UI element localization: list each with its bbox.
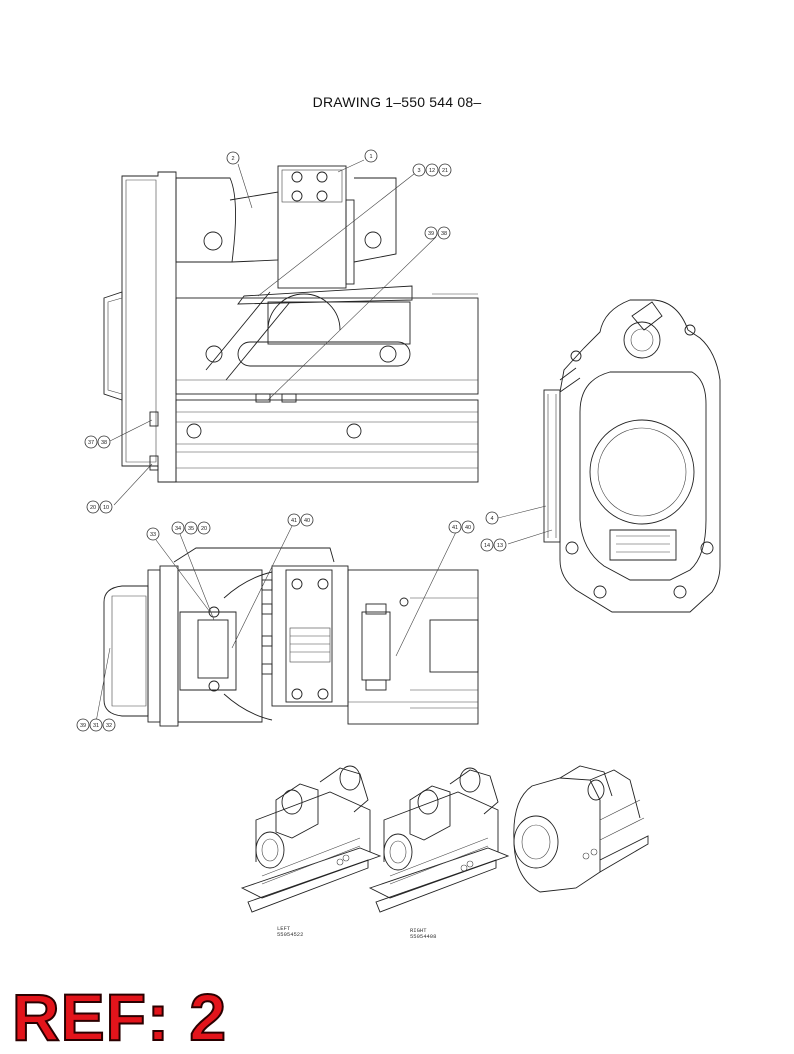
balloon-41-right: 41 — [448, 520, 462, 534]
ref-label: REF: 2 — [11, 980, 228, 1054]
svg-text:41: 41 — [291, 518, 297, 524]
svg-text:1: 1 — [369, 154, 372, 160]
svg-text:39: 39 — [80, 723, 86, 729]
svg-text:39: 39 — [428, 231, 434, 237]
top-view-leaders — [95, 525, 457, 723]
svg-text:40: 40 — [465, 525, 471, 531]
balloon-21: 21 — [438, 163, 452, 177]
balloon-38-lower: 38 — [97, 435, 111, 449]
svg-text:38: 38 — [101, 440, 107, 446]
iso-view-end — [513, 765, 649, 893]
svg-text:12: 12 — [429, 168, 435, 174]
svg-text:10: 10 — [103, 505, 109, 511]
iso-left-part: 55054522 — [277, 931, 303, 938]
svg-text:35: 35 — [188, 526, 194, 532]
iso-labels: LEFT 55054522 RIGHT 55054408 — [277, 925, 436, 940]
balloon-1: 1 — [364, 149, 378, 163]
svg-text:21: 21 — [442, 168, 448, 174]
svg-text:20: 20 — [201, 526, 207, 532]
balloon-34: 34 — [171, 521, 185, 535]
svg-text:31: 31 — [93, 723, 99, 729]
balloon-12: 12 — [425, 163, 439, 177]
iso-right-label: RIGHT — [410, 927, 427, 934]
iso-right-part: 55054408 — [410, 933, 436, 940]
svg-text:3: 3 — [417, 168, 420, 174]
balloon-33: 33 — [146, 527, 160, 541]
iso-view-right — [368, 767, 510, 913]
balloon-10: 10 — [99, 500, 113, 514]
balloon-39: 39 — [424, 226, 438, 240]
balloon-38: 38 — [437, 226, 451, 240]
balloon-20: 20 — [86, 500, 100, 514]
side-view — [103, 165, 479, 483]
balloon-14: 14 — [480, 538, 494, 552]
top-view-balloons: 33 34 35 20 41 40 41 40 39 31 32 — [76, 513, 475, 732]
svg-text:33: 33 — [150, 532, 156, 538]
svg-text:13: 13 — [497, 543, 503, 549]
balloon-2: 2 — [226, 151, 240, 165]
top-view — [103, 547, 479, 727]
balloon-4: 4 — [485, 511, 499, 525]
svg-text:14: 14 — [484, 543, 490, 549]
drawing-title: DRAWING 1–550 544 08– — [312, 94, 482, 110]
end-view-balloons: 4 14 13 — [480, 511, 507, 552]
svg-text:2: 2 — [231, 156, 234, 162]
balloon-31: 31 — [89, 718, 103, 732]
balloon-13: 13 — [493, 538, 507, 552]
balloon-20-top: 20 — [197, 521, 211, 535]
svg-text:4: 4 — [490, 516, 493, 522]
balloon-41: 41 — [287, 513, 301, 527]
balloon-40-right: 40 — [461, 520, 475, 534]
svg-text:38: 38 — [441, 231, 447, 237]
svg-text:34: 34 — [175, 526, 181, 532]
side-view-leaders — [109, 159, 437, 506]
balloon-39-top: 39 — [76, 718, 90, 732]
side-view-balloons: 2 1 3 12 21 39 38 37 38 20 10 — [84, 149, 452, 514]
balloon-37: 37 — [84, 435, 98, 449]
svg-text:37: 37 — [88, 440, 94, 446]
svg-text:32: 32 — [106, 723, 112, 729]
svg-text:40: 40 — [304, 518, 310, 524]
balloon-40: 40 — [300, 513, 314, 527]
end-view-leaders — [497, 505, 553, 545]
iso-view-left — [240, 765, 382, 913]
end-view — [543, 299, 721, 613]
balloon-35: 35 — [184, 521, 198, 535]
balloon-32: 32 — [102, 718, 116, 732]
svg-text:41: 41 — [452, 525, 458, 531]
svg-text:20: 20 — [90, 505, 96, 511]
iso-left-label: LEFT — [277, 925, 291, 932]
balloon-3: 3 — [412, 163, 426, 177]
